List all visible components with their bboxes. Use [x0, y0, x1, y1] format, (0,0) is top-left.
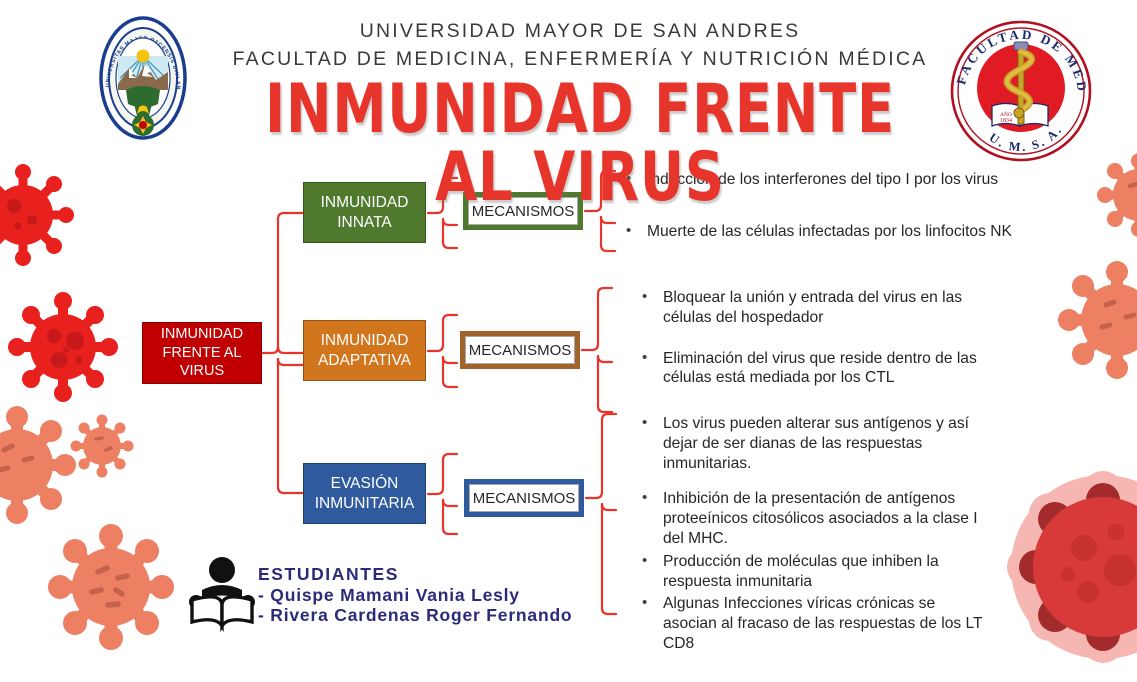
node-inmunidad-adaptativa[interactable]: INMUNIDAD ADAPTATIVA: [303, 320, 426, 381]
umsa-university-seal: UNIVERSITAS MAJOR PACENSIS DIVI ANDREAE: [94, 8, 191, 165]
list-item: Algunas Infecciones víricas crónicas se …: [636, 593, 986, 653]
students-title: ESTUDIANTES: [258, 564, 400, 584]
svg-text:1834: 1834: [1000, 118, 1012, 124]
mechanism-label-innata: MECANISMOS: [468, 197, 578, 225]
mechanism-label-evasion: MECANISMOS: [469, 484, 579, 512]
svg-text:AÑO: AÑO: [1000, 110, 1012, 118]
page-title: INMUNIDAD FRENTE AL VIRUS: [264, 70, 895, 217]
university-name: UNIVERSIDAD MAYOR DE SAN ANDRES: [359, 20, 801, 42]
list-item: Muerte de las células infectadas por los…: [620, 221, 1020, 242]
mechanism-label-adaptativa: MECANISMOS: [465, 336, 575, 364]
faculty-name: FACULTAD DE MEDICINA, ENFERMERÍA Y NUTRI…: [232, 47, 928, 70]
bullet-group-adaptativa: Bloquear la unión y entrada del virus en…: [636, 287, 1006, 389]
flowchart: INMUNIDAD FRENTE AL VIRUS INMUNIDAD INNA…: [0, 0, 1137, 640]
node-root-inmunidad-frente-al-virus[interactable]: INMUNIDAD FRENTE AL VIRUS: [142, 322, 262, 384]
list-item: Inducción de los interferones del tipo I…: [620, 169, 1020, 190]
bullet-group-innata: Inducción de los interferones del tipo I…: [620, 169, 1020, 242]
node-inmunidad-innata[interactable]: INMUNIDAD INNATA: [303, 182, 426, 243]
faculty-of-medicine-seal: FACULTAD DE MEDICINA U. M. S. A. AÑO 183…: [942, 6, 1094, 169]
student-name-1: - Quispe Mamani Vania Lesly: [258, 584, 520, 605]
list-item: Eliminación del virus que reside dentro …: [636, 348, 1006, 389]
list-item: Los virus pueden alterar sus antígenos y…: [636, 413, 986, 473]
list-item: Producción de moléculas que inhiben la r…: [636, 551, 986, 592]
mechanism-box-adaptativa[interactable]: MECANISMOS: [460, 331, 580, 369]
bullet-group-evasion: Los virus pueden alterar sus antígenos y…: [636, 413, 986, 654]
mechanism-box-evasion[interactable]: MECANISMOS: [464, 479, 584, 517]
person-reading-icon: [189, 557, 255, 632]
mechanism-box-innata[interactable]: MECANISMOS: [463, 192, 583, 230]
list-item: Inhibición de la presentación de antígen…: [636, 488, 986, 548]
institution-header: UNIVERSIDAD MAYOR DE SAN ANDRES FACULTAD…: [200, 18, 960, 73]
node-evasion-inmunitaria[interactable]: EVASIÓN INMUNITARIA: [303, 463, 426, 524]
poster-canvas: UNIVERSITAS MAJOR PACENSIS DIVI ANDREAE: [0, 0, 1137, 640]
students-block: ESTUDIANTES - Quispe Mamani Vania Lesly …: [258, 564, 572, 626]
student-name-2: - Rivera Cardenas Roger Fernando: [258, 605, 573, 626]
list-item: Bloquear la unión y entrada del virus en…: [636, 287, 1006, 328]
